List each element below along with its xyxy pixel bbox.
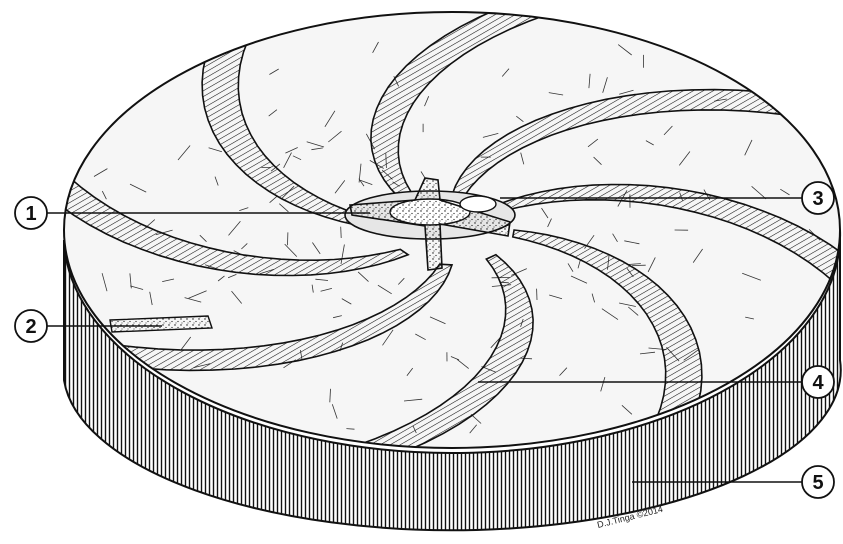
callout-5: 5 [802,466,834,498]
svg-text:3: 3 [812,188,823,210]
callout-2: 2 [15,310,47,342]
callout-1: 1 [15,197,47,229]
svg-text:1: 1 [25,203,36,225]
svg-text:4: 4 [812,372,824,394]
land-texture-stroke [341,227,342,238]
svg-text:2: 2 [25,316,36,338]
callout-4: 4 [802,366,834,398]
callout-3: 3 [802,182,834,214]
svg-text:5: 5 [812,472,823,494]
